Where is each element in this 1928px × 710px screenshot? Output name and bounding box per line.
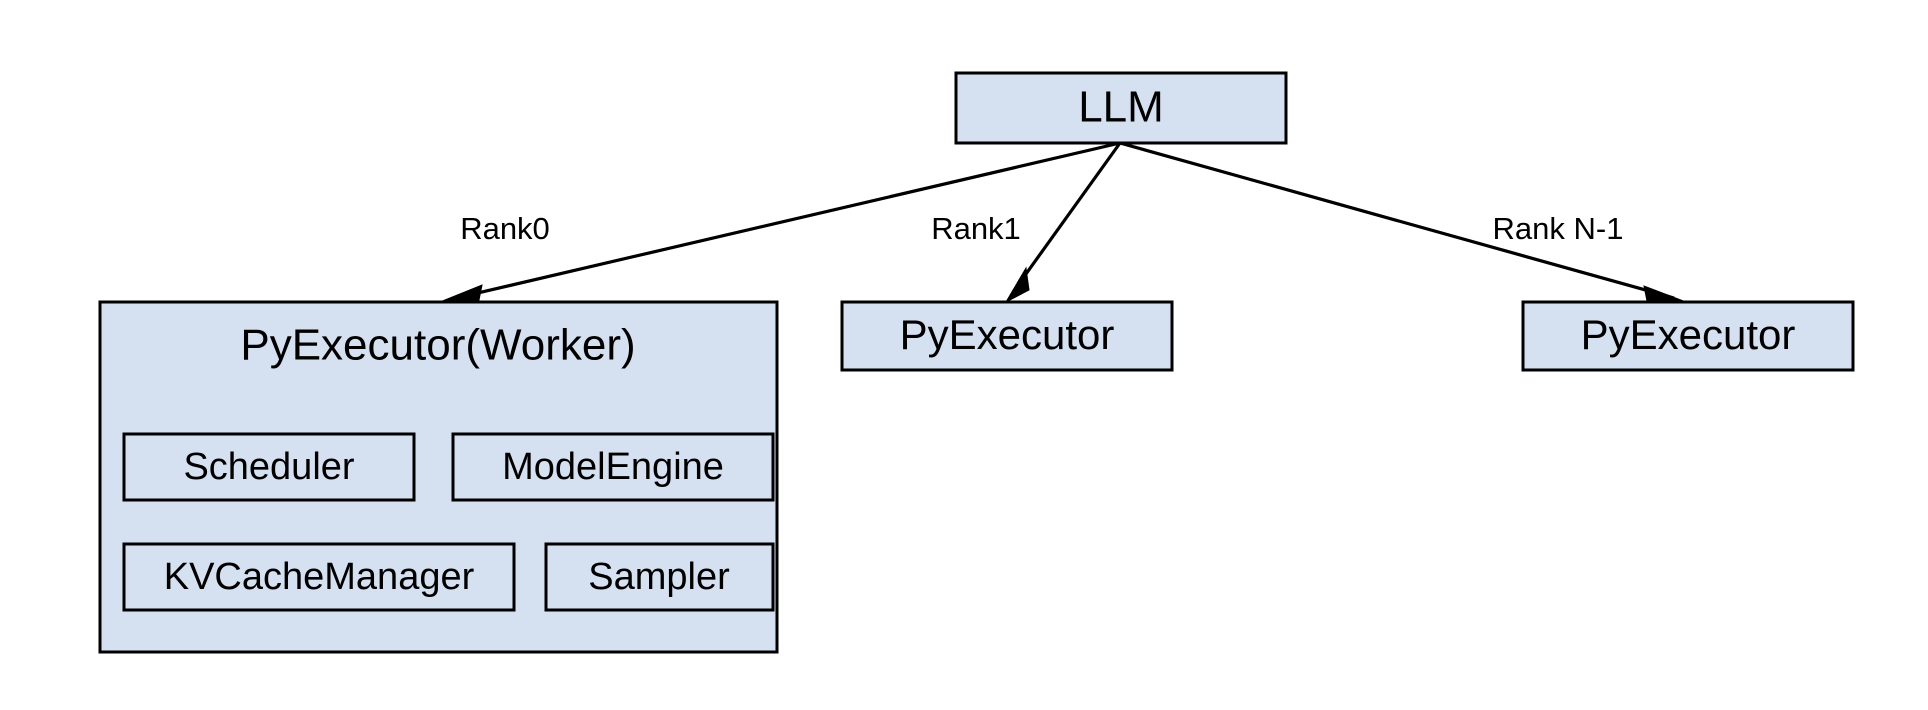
node-rank1-executor-rect bbox=[840, 300, 1174, 372]
edge-rank-n-1-label: Rank N-1 bbox=[1493, 211, 1624, 246]
node-worker[interactable]: PyExecutor(Worker) Scheduler ModelEngine… bbox=[98, 300, 779, 654]
node-rankn-executor-rect bbox=[1521, 300, 1855, 372]
node-sampler-label: Sampler bbox=[588, 556, 730, 598]
node-rank1-executor[interactable]: PyExecutor bbox=[840, 300, 1174, 372]
node-kv-cache-manager-rect bbox=[122, 542, 516, 612]
edge-rank1-label: Rank1 bbox=[931, 211, 1021, 246]
edge-rank-n-1-line bbox=[1119, 141, 1675, 300]
edge-rank-n-1[interactable]: Rank N-1 bbox=[1119, 141, 1687, 307]
edge-rank0-line bbox=[451, 141, 1121, 301]
node-model-engine-rect bbox=[451, 432, 775, 502]
node-sampler[interactable]: Sampler bbox=[544, 542, 775, 612]
node-scheduler[interactable]: Scheduler bbox=[122, 432, 416, 502]
node-kv-cache-manager-label: KVCacheManager bbox=[164, 556, 475, 598]
node-kv-cache-manager[interactable]: KVCacheManager bbox=[122, 542, 516, 612]
node-scheduler-rect bbox=[122, 432, 416, 502]
edge-rank0[interactable]: Rank0 bbox=[439, 141, 1121, 306]
edge-rank0-label: Rank0 bbox=[460, 211, 550, 246]
edge-group: Rank0 Rank1 Rank N-1 bbox=[439, 141, 1687, 307]
edge-rank1[interactable]: Rank1 bbox=[931, 142, 1122, 304]
node-llm[interactable]: LLM bbox=[954, 71, 1288, 145]
edge-rank1-arrowhead bbox=[1004, 266, 1030, 304]
node-scheduler-label: Scheduler bbox=[183, 446, 354, 488]
node-llm-label: LLM bbox=[1078, 83, 1164, 132]
node-llm-rect bbox=[954, 71, 1288, 145]
node-model-engine-label: ModelEngine bbox=[502, 446, 724, 488]
node-rankn-executor[interactable]: PyExecutor bbox=[1521, 300, 1855, 372]
node-worker-label: PyExecutor(Worker) bbox=[240, 321, 635, 370]
node-sampler-rect bbox=[544, 542, 775, 612]
edge-rank1-line bbox=[1011, 142, 1122, 293]
node-rankn-executor-label: PyExecutor bbox=[1581, 311, 1796, 358]
node-model-engine[interactable]: ModelEngine bbox=[451, 432, 775, 502]
node-rank1-executor-label: PyExecutor bbox=[900, 311, 1115, 358]
